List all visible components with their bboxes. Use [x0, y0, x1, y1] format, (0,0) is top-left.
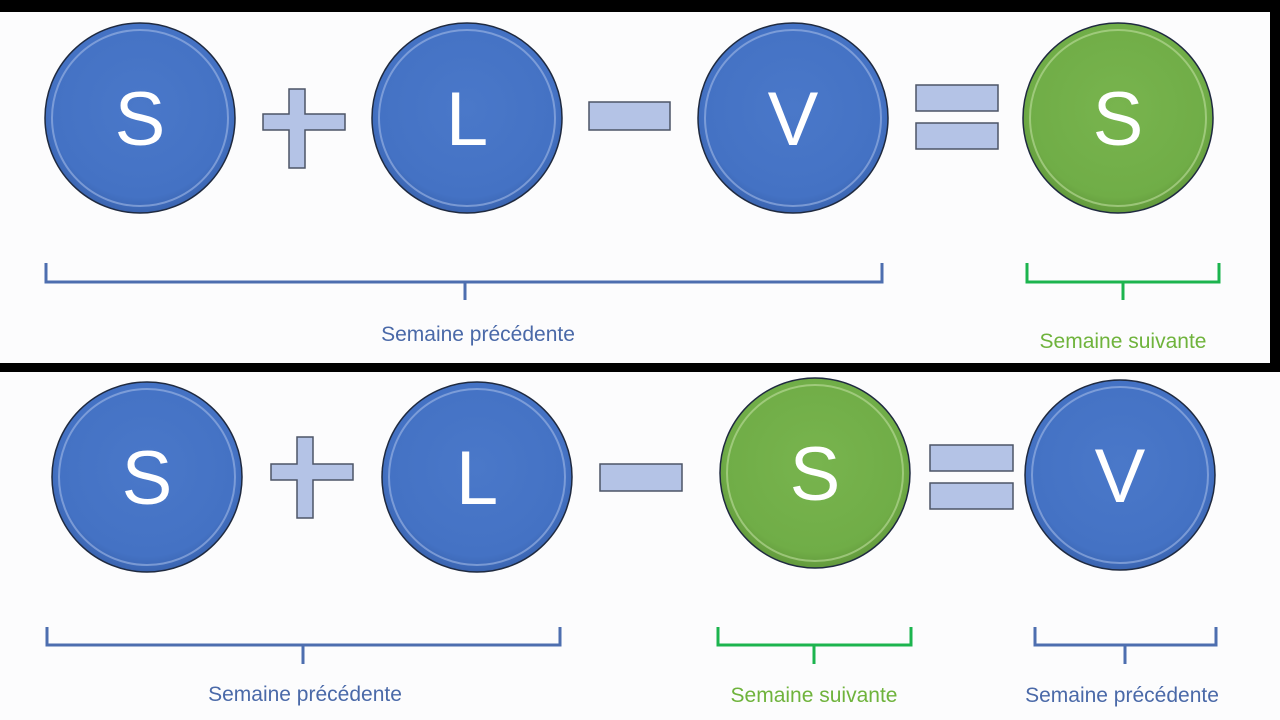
- caption-next-week: Semaine suivante: [1040, 330, 1207, 353]
- equals-operator-icon: [915, 84, 999, 150]
- term-circle-3: V: [697, 22, 889, 214]
- equals-operator-icon: [929, 444, 1014, 510]
- result-circle: V: [1024, 379, 1216, 571]
- term-circle-1: S: [51, 381, 243, 573]
- result-circle: S: [1022, 22, 1214, 214]
- plus-operator-icon: [262, 88, 346, 169]
- equation-panel-top: S L V S: [0, 12, 1270, 363]
- term-letter: S: [122, 436, 173, 521]
- caption-next-week: Semaine suivante: [731, 684, 898, 707]
- bracket-previous-week: [1033, 627, 1218, 664]
- equation-diagram-bottom: S L S V Se: [45, 377, 1219, 707]
- term-circle-2: L: [381, 381, 573, 573]
- term-letter: L: [446, 77, 488, 162]
- term-letter: V: [1095, 434, 1146, 519]
- term-circle-2: L: [371, 22, 563, 214]
- bracket-next-week: [716, 627, 913, 664]
- plus-operator-icon: [270, 436, 354, 519]
- caption-previous-week: Semaine précédente: [1025, 684, 1219, 707]
- term-letter: S: [790, 432, 841, 517]
- bracket-next-week: [1025, 263, 1221, 300]
- caption-previous-week: Semaine précédente: [208, 683, 402, 706]
- term-circle-1: S: [44, 22, 236, 214]
- term-letter: V: [768, 77, 819, 162]
- equation-diagram-top: S L V S: [44, 22, 1221, 353]
- term-letter: L: [456, 436, 498, 521]
- bracket-previous-week: [44, 263, 884, 300]
- minus-operator-icon: [588, 101, 671, 131]
- term-circle-3: S: [719, 377, 911, 569]
- term-letter: S: [115, 77, 166, 162]
- minus-operator-icon: [599, 463, 683, 492]
- caption-previous-week: Semaine précédente: [381, 323, 575, 346]
- bracket-previous-week: [45, 627, 562, 664]
- equation-panel-bottom: S L S V Se: [0, 372, 1280, 720]
- term-letter: S: [1093, 77, 1144, 162]
